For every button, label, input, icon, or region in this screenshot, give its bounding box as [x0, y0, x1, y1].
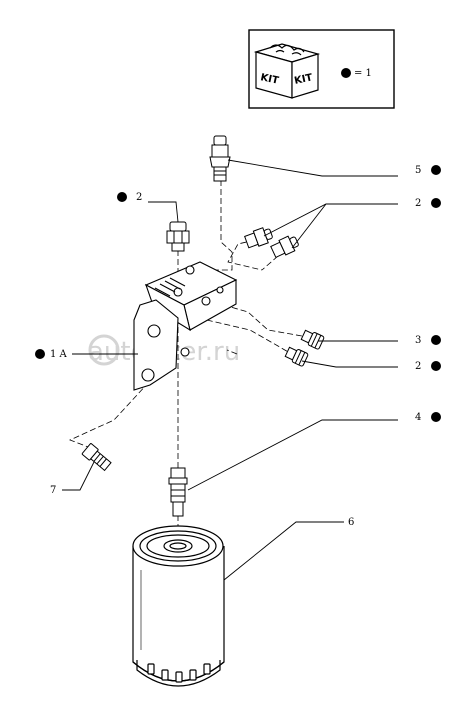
bullet-icon	[35, 349, 45, 359]
leader-lines	[62, 159, 398, 581]
kit-label-left: KIT	[259, 72, 279, 87]
filter-head-bracket	[133, 261, 238, 391]
callout-2-lower: 2	[415, 361, 421, 372]
kit-equals-text: = 1	[354, 68, 372, 79]
part-3-plug	[300, 329, 325, 350]
callout-2-top-right: 2	[415, 198, 421, 209]
part-2-fitting-top	[166, 221, 190, 252]
bullet-icon	[117, 192, 127, 202]
callout-1a: 1 A	[50, 349, 68, 360]
callout-4: 4	[415, 412, 421, 423]
callout-2-top-left: 2	[136, 192, 142, 203]
kit-label-right: KIT	[293, 72, 313, 87]
part-4-nipple	[168, 467, 188, 517]
part-2-fitting-lower	[284, 346, 309, 367]
part-2-fittings-pair	[244, 227, 299, 259]
bullet-icon	[431, 412, 441, 422]
callout-5: 5	[415, 165, 421, 176]
watermark-logo	[88, 334, 120, 366]
bullet-icon	[431, 198, 441, 208]
part-6-filter-cartridge	[132, 525, 225, 687]
bullet-icon	[341, 68, 351, 78]
bullet-icon	[431, 361, 441, 371]
callout-markers: 5 2 2 1 A 3 2 4 7 6	[35, 165, 441, 528]
kit-legend: KIT KIT = 1	[248, 29, 395, 109]
bullet-icon	[431, 335, 441, 345]
part-5-sensor	[209, 135, 231, 182]
callout-6: 6	[348, 517, 354, 528]
callout-7: 7	[50, 485, 56, 496]
part-7-bolt	[81, 443, 112, 472]
kit-box-icon	[253, 43, 321, 99]
callout-3: 3	[415, 335, 421, 346]
bullet-icon	[431, 165, 441, 175]
